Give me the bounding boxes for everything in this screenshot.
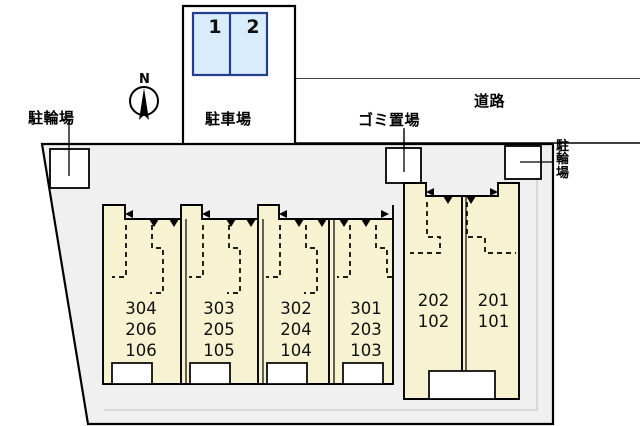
unit-302-line-1: 302 — [280, 299, 312, 318]
unit-301-line-2: 203 — [350, 320, 382, 340]
unit-porches-block-b — [428, 370, 496, 400]
compass-north-label: N — [139, 72, 150, 87]
label-bicycle-parking-left: 駐輪場 — [28, 109, 75, 127]
label-bicycle-parking-right: 駐 輪 場 — [556, 139, 570, 181]
compass-rose — [129, 86, 159, 120]
unit-304-numbers: 304 206 106 — [106, 298, 176, 361]
label-road: 道路 — [474, 92, 506, 110]
parking-stall-2-number: 2 — [246, 16, 260, 38]
building-block-a — [102, 204, 394, 385]
unit-302-numbers: 302 204 104 — [261, 298, 331, 361]
unit-201-numbers: 201 101 — [466, 290, 521, 332]
unit-302-line-2: 204 — [280, 320, 312, 340]
interior-partitions-block-b — [410, 202, 516, 254]
unit-302-line-3: 104 — [280, 341, 312, 361]
garbage-area-box — [385, 128, 422, 184]
parking-stall-1-number: 1 — [208, 16, 222, 38]
label-garbage-area: ゴミ置場 — [358, 111, 421, 129]
unit-201-line-1: 201 — [477, 291, 510, 310]
site-boundary-outline — [40, 142, 555, 426]
interior-partitions-block-a — [112, 225, 392, 294]
label-car-parking: 駐車場 — [205, 110, 252, 128]
unit-301-line-3: 103 — [350, 341, 382, 361]
parking-stalls — [191, 11, 269, 77]
unit-porches-block-a — [111, 362, 384, 385]
unit-303-line-3: 105 — [203, 341, 235, 361]
unit-304-line-1: 304 — [125, 299, 157, 318]
unit-301-numbers: 301 203 103 — [336, 298, 396, 361]
unit-202-numbers: 202 102 — [406, 290, 461, 332]
bicycle-parking-box-right — [504, 145, 554, 180]
unit-201-line-2: 101 — [477, 312, 510, 332]
bicycle-parking-box-left — [49, 120, 90, 189]
court-inset-line — [104, 150, 538, 411]
road-area — [295, 77, 640, 144]
unit-301-line-1: 301 — [350, 299, 382, 318]
unit-303-line-1: 303 — [203, 299, 235, 318]
unit-304-line-3: 106 — [125, 341, 157, 361]
unit-303-line-2: 205 — [203, 320, 235, 340]
unit-304-line-2: 206 — [125, 320, 157, 340]
unit-303-numbers: 303 205 105 — [184, 298, 254, 361]
entry-direction-arrows — [125, 188, 498, 227]
unit-202-line-2: 102 — [417, 312, 450, 332]
unit-202-line-1: 202 — [417, 291, 450, 310]
